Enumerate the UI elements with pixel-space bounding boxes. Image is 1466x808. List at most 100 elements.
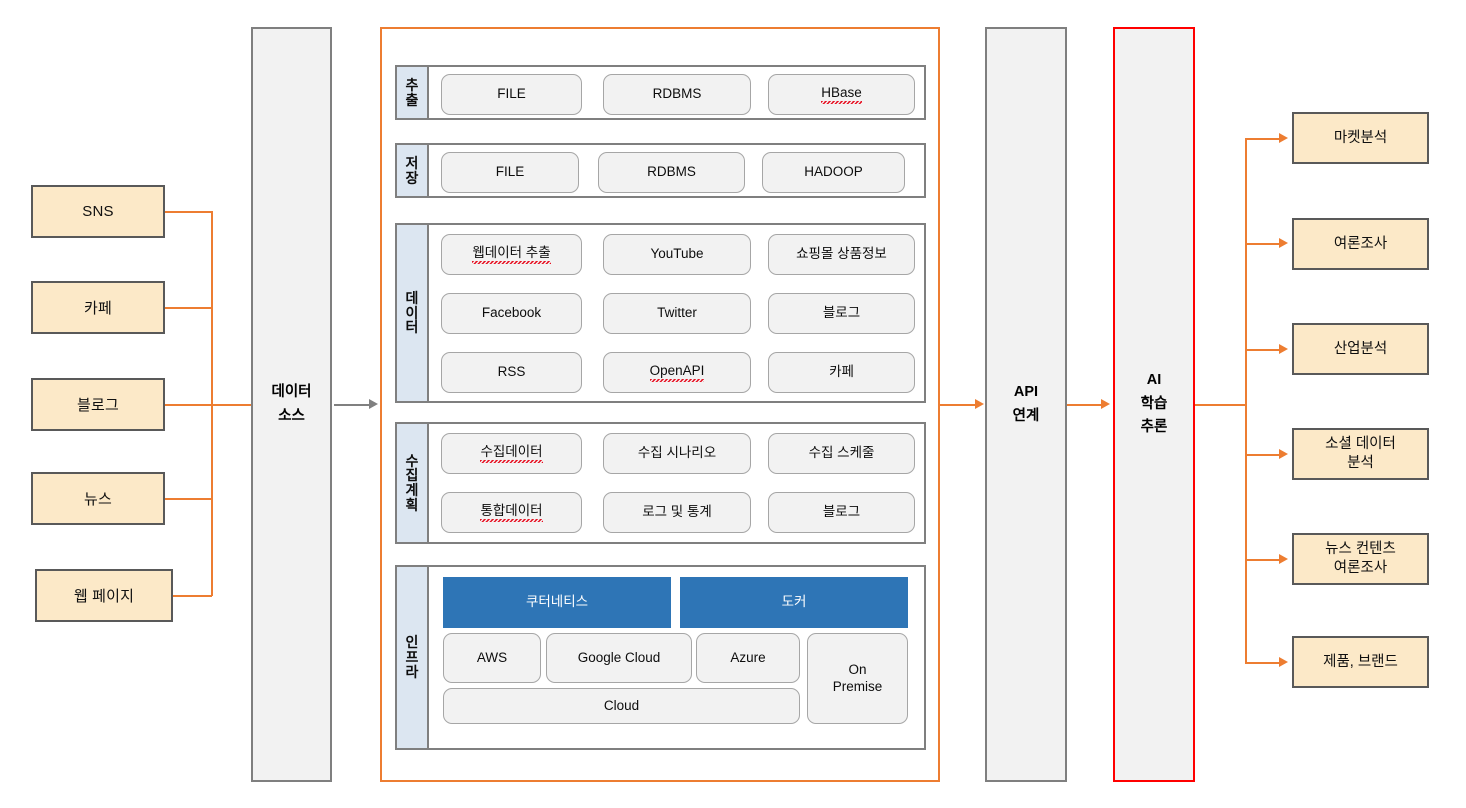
result-box-product-brand[interactable]: 제품, 브랜드 bbox=[1292, 636, 1429, 688]
arrow-api-to-ai bbox=[1101, 399, 1110, 409]
chip-label: Azure bbox=[730, 649, 766, 665]
connector-result-5 bbox=[1245, 559, 1280, 561]
chip-label: HBase bbox=[821, 85, 862, 104]
chip-label: 수집 스케줄 bbox=[808, 445, 875, 461]
section-collection-plan: 수집계획 수집데이터 수집 시나리오 수집 스케줄 통합데이터 로그 및 통계 bbox=[395, 422, 926, 544]
chip-collected-data[interactable]: 수집데이터 bbox=[441, 433, 582, 474]
chip-label: 수집데이터 bbox=[480, 444, 543, 463]
pillar-line-2: 연계 bbox=[1012, 407, 1040, 424]
chip-label: Facebook bbox=[481, 305, 542, 321]
section-label-data: 데이터 bbox=[397, 225, 429, 401]
result-box-news-content-opinion-survey[interactable]: 뉴스 컨텐츠 여론조사 bbox=[1292, 533, 1429, 585]
section-label-collection-plan: 수집계획 bbox=[397, 424, 429, 542]
chip-kubernetes[interactable]: 쿠터네티스 bbox=[443, 577, 671, 628]
source-box-cafe[interactable]: 카페 bbox=[31, 281, 165, 334]
chip-hbase[interactable]: HBase bbox=[768, 74, 915, 115]
chip-label: RDBMS bbox=[647, 164, 696, 180]
chip-collection-scenario[interactable]: 수집 시나리오 bbox=[603, 433, 751, 474]
pillar-api-integration[interactable]: API 연계 bbox=[985, 27, 1067, 782]
section-infra: 인프라 쿠터네티스 도커 AWS Google Cloud Azure bbox=[395, 565, 926, 750]
chip-azure[interactable]: Azure bbox=[696, 633, 800, 683]
chip-label: HADOOP bbox=[804, 164, 863, 180]
section-label-infra: 인프라 bbox=[397, 567, 429, 748]
chip-docker[interactable]: 도커 bbox=[680, 577, 908, 628]
chip-shopping-mall-product-info[interactable]: 쇼핑몰 상품정보 bbox=[768, 234, 915, 275]
chip-label: 카페 bbox=[829, 364, 854, 380]
chip-label: RDBMS bbox=[652, 86, 702, 102]
result-line-1: 뉴스 컨텐츠 bbox=[1325, 541, 1396, 558]
chip-on-premise[interactable]: On Premise bbox=[807, 633, 908, 724]
chip-label-line-1: On bbox=[848, 661, 867, 677]
section-body-data: 웹데이터 추출 YouTube 쇼핑몰 상품정보 Facebook Twitte… bbox=[429, 225, 924, 401]
source-box-label: 뉴스 bbox=[83, 491, 112, 508]
result-box-public-opinion-survey[interactable]: 여론조사 bbox=[1292, 218, 1429, 270]
result-box-industry-analysis[interactable]: 산업분석 bbox=[1292, 323, 1429, 375]
pillar-line-2: 학습 bbox=[1140, 395, 1168, 412]
source-box-label: 블로그 bbox=[76, 397, 119, 414]
connector-results-bus bbox=[1245, 138, 1247, 662]
chip-google-cloud[interactable]: Google Cloud bbox=[546, 633, 692, 683]
result-line-1: 여론조사 bbox=[1333, 235, 1388, 252]
connector-result-4 bbox=[1245, 454, 1280, 456]
section-body-extract: FILE RDBMS HBase bbox=[429, 67, 924, 118]
connector-result-2 bbox=[1245, 243, 1280, 245]
chip-file[interactable]: FILE bbox=[441, 74, 582, 115]
chip-label: AWS bbox=[476, 649, 508, 665]
chip-blog[interactable]: 블로그 bbox=[768, 492, 915, 533]
chip-aws[interactable]: AWS bbox=[443, 633, 541, 683]
chip-label: Google Cloud bbox=[577, 649, 661, 665]
chip-twitter[interactable]: Twitter bbox=[603, 293, 751, 334]
chip-rdbms[interactable]: RDBMS bbox=[603, 74, 751, 115]
chip-label: YouTube bbox=[650, 246, 704, 262]
connector-result-6 bbox=[1245, 662, 1280, 664]
source-box-news[interactable]: 뉴스 bbox=[31, 472, 165, 525]
connector-bus-vertical bbox=[211, 211, 213, 596]
chip-openapi[interactable]: OpenAPI bbox=[603, 352, 751, 393]
chip-label: 블로그 bbox=[822, 504, 861, 520]
chip-label: 쿠터네티스 bbox=[525, 594, 589, 610]
chip-label: FILE bbox=[497, 86, 526, 102]
pillar-line-1: API bbox=[1013, 383, 1039, 400]
chip-label: 블로그 bbox=[822, 305, 861, 321]
chip-label: 통합데이터 bbox=[480, 503, 543, 522]
section-label-extract: 추출 bbox=[397, 67, 429, 118]
result-box-social-data-analysis[interactable]: 소셜 데이터 분석 bbox=[1292, 428, 1429, 480]
result-line-1: 마켓분석 bbox=[1333, 129, 1388, 146]
connector-source-to-platform bbox=[334, 404, 370, 406]
source-box-sns[interactable]: SNS bbox=[31, 185, 165, 238]
chip-label: 웹데이터 추출 bbox=[472, 245, 551, 264]
connector-api-to-ai bbox=[1067, 404, 1106, 406]
arrow-source-to-platform bbox=[369, 399, 378, 409]
chip-blog[interactable]: 블로그 bbox=[768, 293, 915, 334]
chip-cafe[interactable]: 카페 bbox=[768, 352, 915, 393]
arrow-result-1 bbox=[1279, 133, 1288, 143]
chip-label: RSS bbox=[497, 364, 526, 380]
chip-hadoop[interactable]: HADOOP bbox=[762, 152, 905, 193]
chip-label: 쇼핑몰 상품정보 bbox=[796, 246, 887, 262]
arrow-result-3 bbox=[1279, 344, 1288, 354]
chip-facebook[interactable]: Facebook bbox=[441, 293, 582, 334]
chip-integrated-data[interactable]: 통합데이터 bbox=[441, 492, 582, 533]
source-box-blog[interactable]: 블로그 bbox=[31, 378, 165, 431]
source-box-label: SNS bbox=[82, 203, 114, 220]
chip-cloud[interactable]: Cloud bbox=[443, 688, 800, 724]
pillar-ai-training-inference[interactable]: AI 학습 추론 bbox=[1113, 27, 1195, 782]
chip-logs-and-stats[interactable]: 로그 및 통계 bbox=[603, 492, 751, 533]
connector-ai-out bbox=[1195, 404, 1246, 406]
result-box-market-analysis[interactable]: 마켓분석 bbox=[1292, 112, 1429, 164]
chip-file[interactable]: FILE bbox=[441, 152, 579, 193]
chip-web-data-extract[interactable]: 웹데이터 추출 bbox=[441, 234, 582, 275]
section-body-storage: FILE RDBMS HADOOP bbox=[429, 145, 924, 196]
chip-rss[interactable]: RSS bbox=[441, 352, 582, 393]
chip-label: FILE bbox=[495, 164, 525, 180]
source-box-webpage[interactable]: 웹 페이지 bbox=[35, 569, 173, 622]
section-storage: 저장 FILE RDBMS HADOOP bbox=[395, 143, 926, 198]
pillar-data-source[interactable]: 데이터 소스 bbox=[251, 27, 332, 782]
arrow-platform-to-api bbox=[975, 399, 984, 409]
chip-collection-schedule[interactable]: 수집 스케줄 bbox=[768, 433, 915, 474]
chip-rdbms[interactable]: RDBMS bbox=[598, 152, 745, 193]
chip-youtube[interactable]: YouTube bbox=[603, 234, 751, 275]
section-body-infra: 쿠터네티스 도커 AWS Google Cloud Azure Cloud bbox=[429, 567, 924, 748]
chip-label: 도커 bbox=[781, 594, 807, 610]
